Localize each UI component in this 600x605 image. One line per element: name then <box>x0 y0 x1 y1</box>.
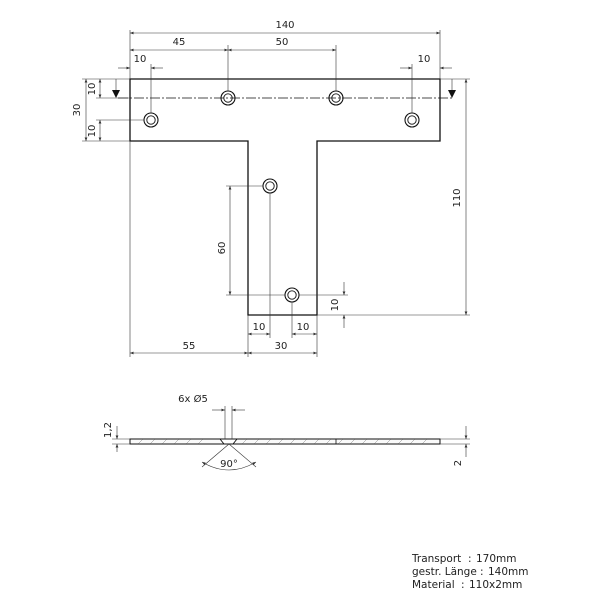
dim-label-10-left: 10 <box>134 54 147 65</box>
dim-label-2: 2 <box>453 460 464 466</box>
dim-edge-right: 10 <box>400 54 452 113</box>
info-value-material: 110x2mm <box>469 579 522 591</box>
dim-stem-hole-spacing: 60 <box>217 185 285 296</box>
dim-edge-top: 10 <box>87 79 130 99</box>
dim-label-110: 110 <box>452 188 463 207</box>
section-marker-left <box>112 79 120 98</box>
section-marker-right <box>448 79 456 98</box>
dim-label-30-vertical: 30 <box>72 104 83 117</box>
countersink-profile <box>219 438 238 445</box>
dim-label-45: 45 <box>173 37 186 48</box>
dim-edge-bottom: 10 <box>87 119 144 141</box>
info-label-material: Material <box>412 579 455 591</box>
section-view: 6x Ø5 90° 1,2 2 <box>103 393 470 471</box>
info-value-transport: 170mm <box>476 553 517 565</box>
dim-stem-edges: 10 10 <box>248 193 317 338</box>
svg-text::: : <box>461 579 465 591</box>
dim-label-60: 60 <box>217 242 228 255</box>
info-block: Transport : 170mm gestr. Länge : 140mm M… <box>411 553 529 591</box>
dim-overall-width: 140 <box>129 20 441 79</box>
dim-label-30-stem: 30 <box>275 341 288 352</box>
dim-label-50: 50 <box>276 37 289 48</box>
dim-label-10-bottom: 10 <box>87 125 98 138</box>
dim-stem-position: 55 30 <box>129 141 318 357</box>
hole-right <box>404 112 420 128</box>
dim-label-10-stem-bottom: 10 <box>330 299 341 312</box>
dim-label-55: 55 <box>183 341 196 352</box>
countersink-angle: 90° <box>220 459 238 470</box>
svg-text::: : <box>480 566 484 578</box>
svg-text::: : <box>468 553 472 565</box>
info-label-length: gestr. Länge <box>412 566 477 578</box>
hole-left <box>143 112 159 128</box>
dim-stem-height: 110 <box>317 78 470 316</box>
dim-label-10-right: 10 <box>418 54 431 65</box>
dim-edge-left: 10 <box>118 54 163 113</box>
hole-stem-lower <box>284 287 300 303</box>
info-value-length: 140mm <box>488 566 529 578</box>
dim-label-140: 140 <box>275 20 294 31</box>
dim-stem-edge-bottom: 10 <box>299 282 348 328</box>
dim-hole-offsets: 45 50 <box>130 37 337 91</box>
dim-label-1-2: 1,2 <box>103 422 114 438</box>
hole-callout: 6x Ø5 <box>178 393 208 405</box>
hole-stem-upper <box>262 178 278 194</box>
t-plate-outline <box>129 78 441 316</box>
dim-label-10-top: 10 <box>87 83 98 96</box>
section-hatching <box>137 438 428 445</box>
info-label-transport: Transport <box>411 553 461 565</box>
dim-label-10-stem-left: 10 <box>253 322 266 333</box>
section-profile <box>129 438 441 445</box>
dim-label-10-stem-right: 10 <box>297 322 310 333</box>
dim-bar-height: 30 <box>72 78 130 142</box>
